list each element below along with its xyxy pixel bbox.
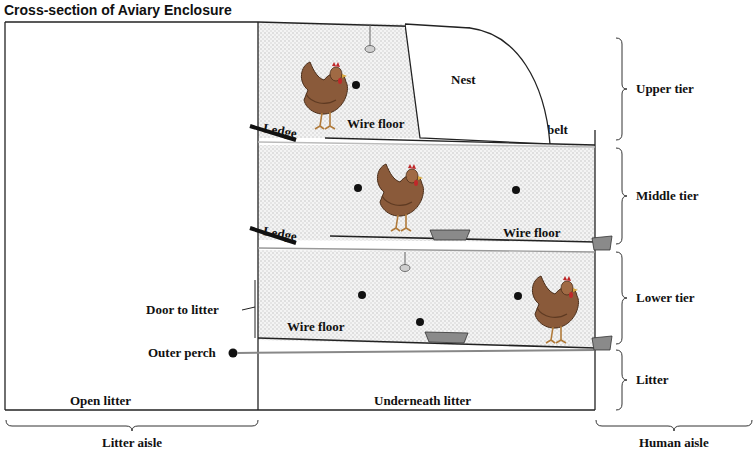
part-label: Wire floor <box>347 117 405 131</box>
tier-label: Litter <box>636 373 668 387</box>
aisle-label: Human aisle <box>639 436 709 450</box>
region-label: Underneath litter <box>374 394 471 408</box>
region-label: Open litter <box>70 394 131 408</box>
part-label: Door to litter <box>146 303 219 317</box>
tier-label: Upper tier <box>636 82 694 96</box>
part-label: Wire floor <box>503 226 561 240</box>
tier-label: Middle tier <box>636 189 698 203</box>
part-label: Outer perch <box>148 346 216 360</box>
nest-label: Nest <box>451 73 476 87</box>
part-label: Wire floor <box>287 320 345 334</box>
part-label: Ledge <box>262 224 298 244</box>
aisle-label: Litter aisle <box>102 436 162 450</box>
part-label: Ledge <box>262 121 298 141</box>
nest-box: Nest <box>405 22 557 144</box>
tier-label: Lower tier <box>636 291 695 305</box>
diagram-title: Cross-section of Aviary Enclosure <box>4 3 232 18</box>
nest-outline <box>405 22 557 144</box>
